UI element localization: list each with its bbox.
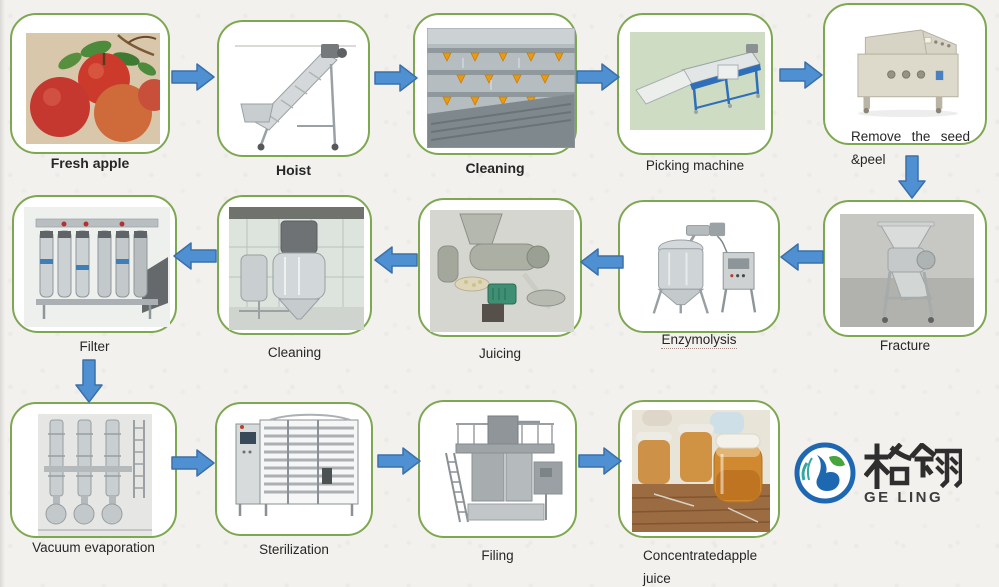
arrow-down-remove-seed-to-fracture [898,155,926,199]
arrow-left-enzymolysis-to-juicing [580,248,624,276]
station-label-vacuum-evaporation: Vacuum evaporation [32,540,155,555]
vacuum-evaporator-photo [38,414,152,536]
filter-unit-photo [24,207,170,327]
station-label-cleaning-tank: Cleaning [267,345,322,360]
fracture-machine-photo [840,214,974,327]
filling-machine-photo [434,410,572,532]
station-label-enzymolysis: Enzymolysis [661,332,737,349]
cleaning-machine-photo [427,28,575,148]
station-card-fracture [823,200,987,337]
station-card-filter [12,195,177,333]
station-card-enzymolysis [618,200,780,333]
arrow-right-filing-to-juice [578,447,622,475]
station-card-hoist [217,20,370,157]
station-card-cleaning-tank [217,195,372,335]
station-label-sterilization: Sterilization [259,542,329,557]
geling-logo-emblem [793,441,857,505]
station-label-remove-seed-peel: Remove the seed &peel [851,129,970,167]
station-card-cleaning [413,13,577,155]
arrow-right-vacuum-to-sterilization [171,449,215,477]
station-card-sterilization [215,402,373,536]
juicing-machine-photo [430,210,574,332]
arrow-down-filter-to-vacuum [75,359,103,403]
arrow-right-hoist-to-cleaning [374,64,418,92]
station-card-filing [418,400,577,538]
geling-chinese-logotype [864,443,962,489]
arrow-left-juicing-to-cleaning-tank [374,246,418,274]
arrow-right-fresh-apple-to-hoist [171,63,215,91]
picking-machine-photo [630,32,765,130]
arrow-left-cleaning-tank-to-filter [173,242,217,270]
concentrated-juice-jars-photo [632,410,770,532]
station-label-fresh-apple: Fresh apple [50,155,130,171]
station-card-juicing [418,198,582,337]
station-label-filter: Filter [79,339,110,354]
geling-latin-name-text: GE LING [864,489,944,506]
station-label-concentrated-apple-juice: Concentrated apple juice [643,548,758,586]
station-card-remove-seed-peel [823,3,987,145]
hoist-photo [227,30,364,151]
station-label-hoist: Hoist [276,162,311,178]
station-card-vacuum-evaporation [10,402,177,538]
sterilizer-photo [230,412,367,522]
station-card-picking-machine [617,13,773,155]
arrow-right-picking-to-remove-seed [779,61,823,89]
enzymolysis-tank-photo [630,214,772,322]
station-label-cleaning: Cleaning [465,160,525,176]
station-label-juicing: Juicing [478,346,522,361]
station-card-concentrated-apple-juice [618,400,780,538]
fresh-apple-photo [26,33,160,144]
arrow-right-sterilization-to-filing [377,447,421,475]
seed-peel-remover-photo [838,17,978,119]
arrow-left-fracture-to-enzymolysis [780,243,824,271]
cleaning-tank-photo [229,207,364,330]
station-label-fracture: Fracture [879,338,931,353]
station-card-fresh-apple [10,13,170,154]
left-edge-shading [0,0,5,587]
arrow-right-cleaning-to-picking [576,63,620,91]
station-label-picking-machine: Picking machine [645,158,745,173]
station-label-filing: Filing [481,548,514,563]
